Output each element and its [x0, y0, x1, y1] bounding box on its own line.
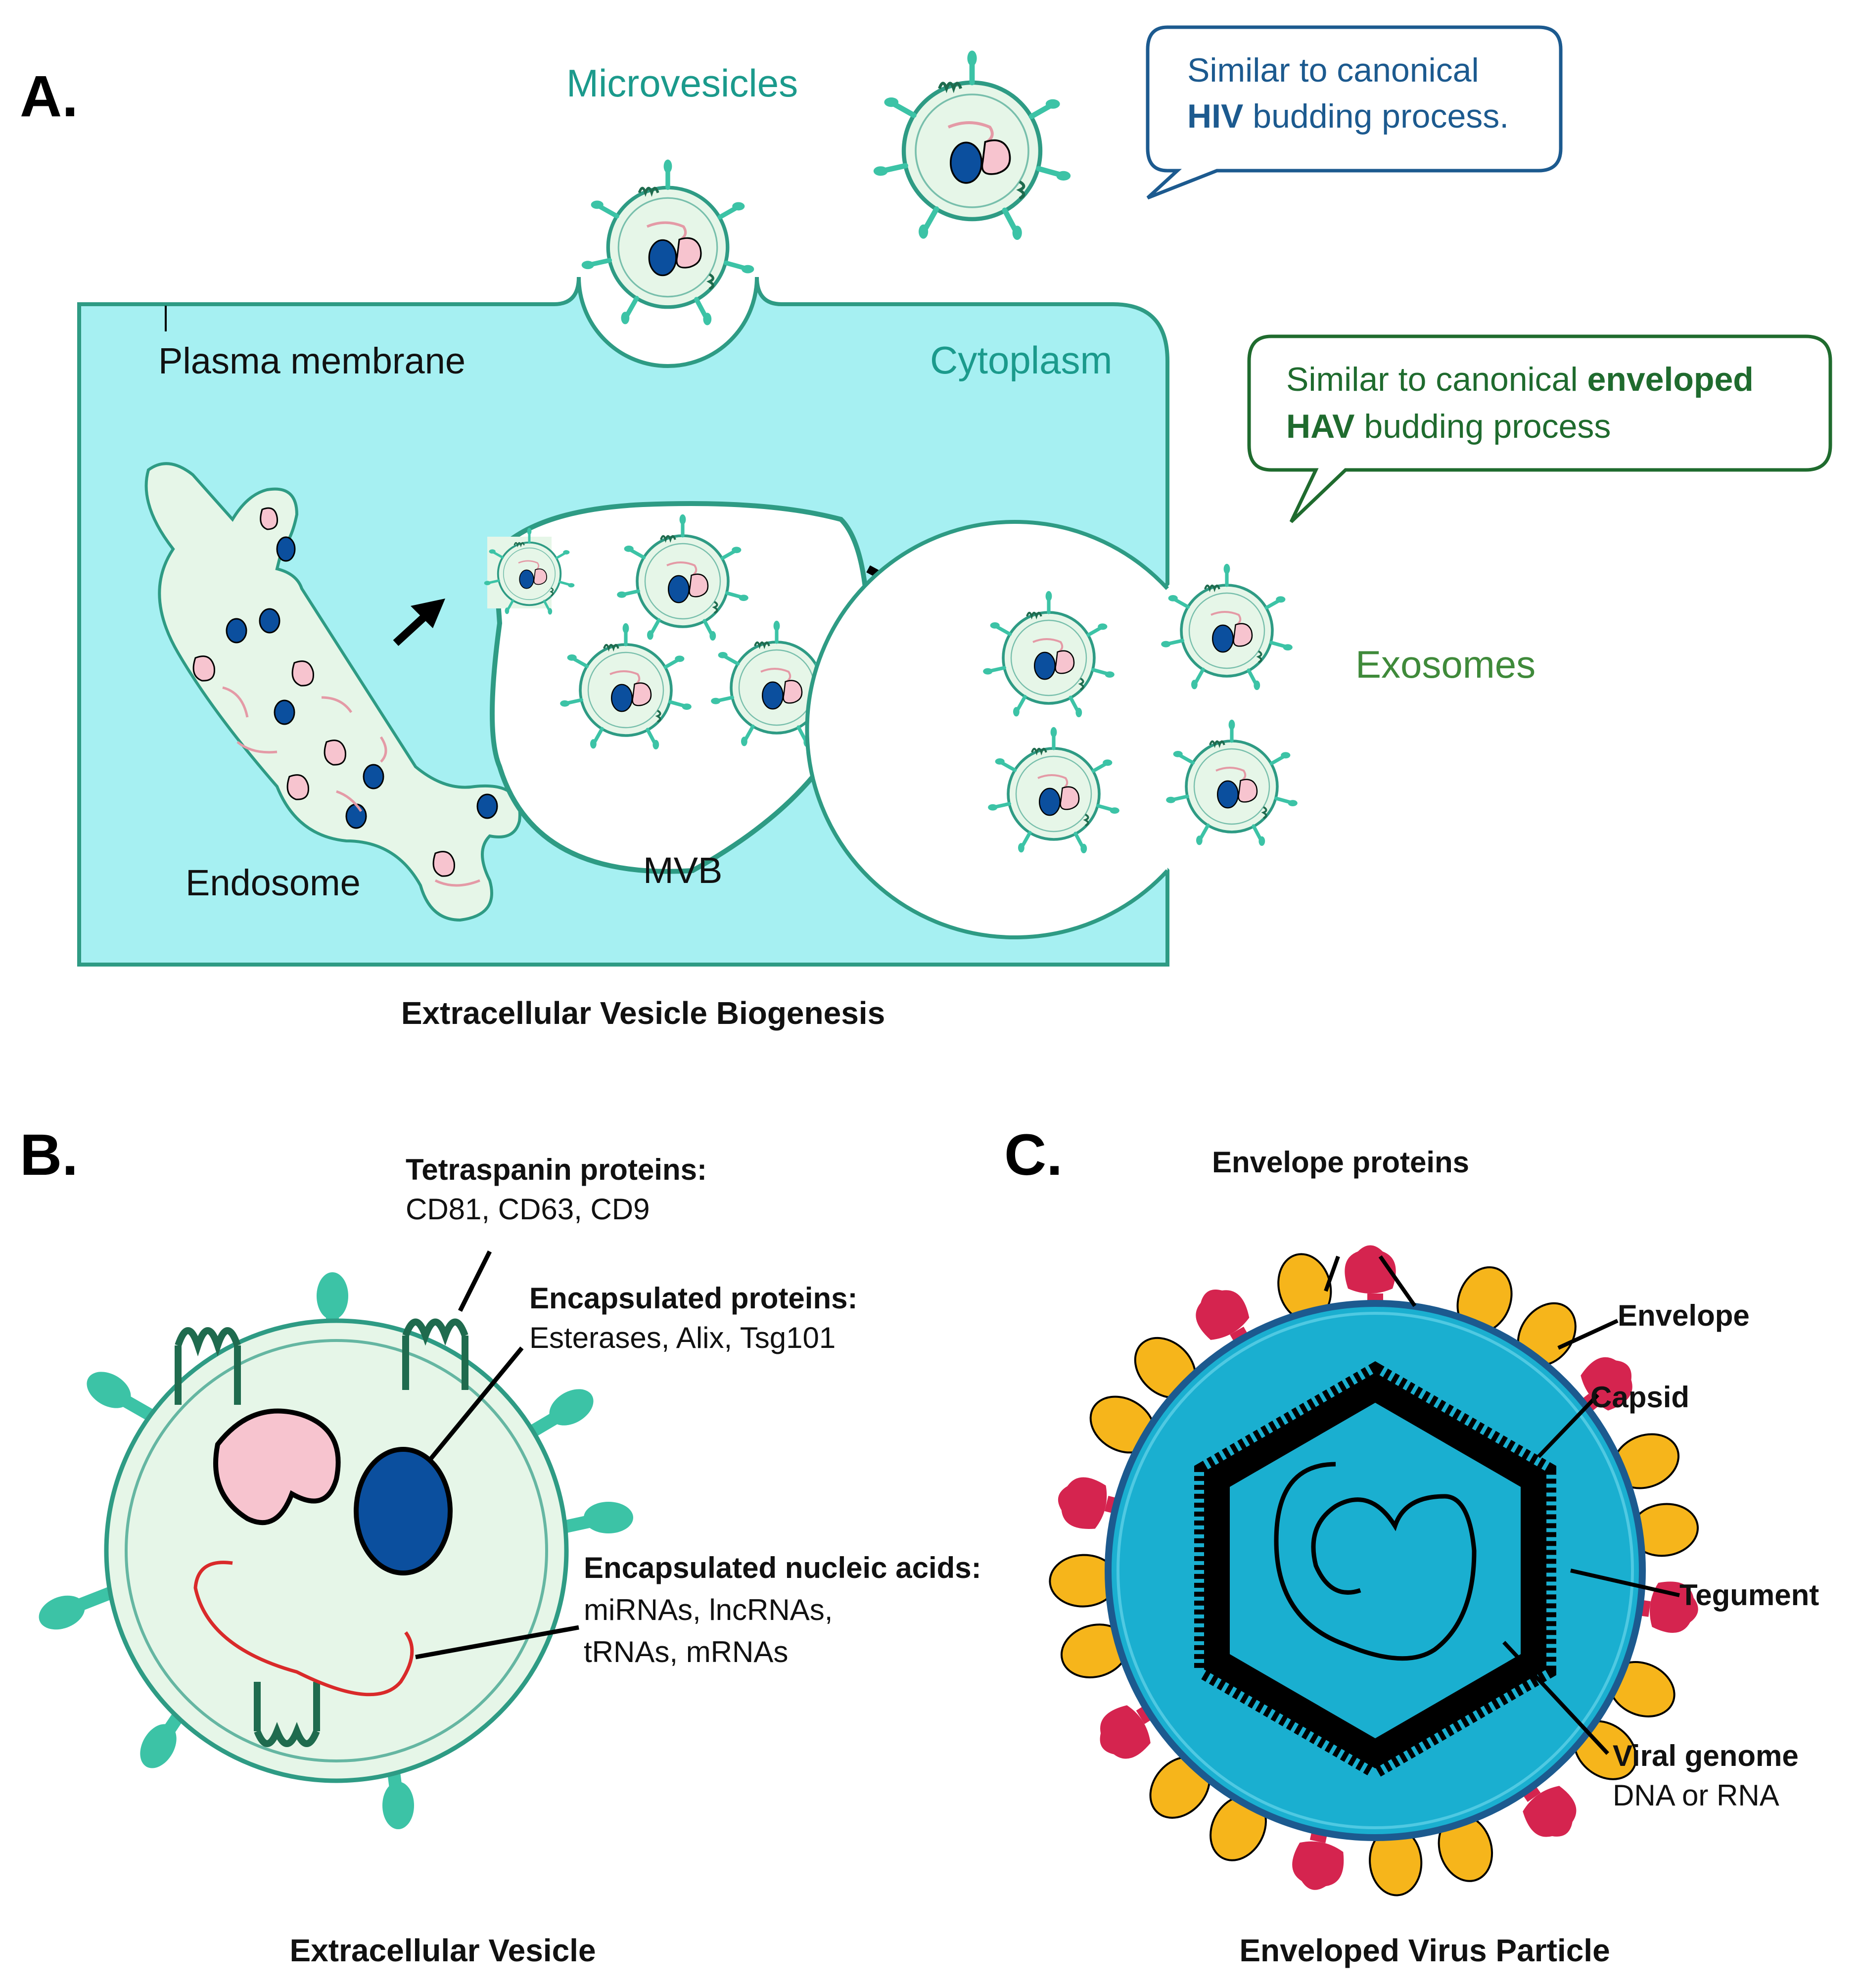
panel-b-title: Extracellular Vesicle — [289, 1933, 596, 1968]
envelope-label: Envelope — [1618, 1299, 1750, 1332]
nucleic-acids-line1: miRNAs, lncRNAs, — [584, 1593, 833, 1626]
hiv-bubble-rest: budding process. — [1243, 97, 1509, 135]
panel-b-letter: B. — [20, 1122, 78, 1188]
nucleic-acids-heading: Encapsulated nucleic acids: — [584, 1551, 981, 1584]
extracellular-vesicle-detail — [39, 1272, 633, 1829]
tetraspanin-heading: Tetraspanin proteins: — [406, 1153, 707, 1186]
encapsulated-proteins-items: Esterases, Alix, Tsg101 — [529, 1321, 836, 1354]
mvb-fusion-pocket — [805, 520, 1169, 939]
svg-text:HIV budding process.: HIV budding process. — [1187, 97, 1509, 135]
viral-genome-heading: Viral genome — [1613, 1739, 1799, 1772]
tetraspanin-items: CD81, CD63, CD9 — [406, 1193, 650, 1226]
microvesicle-budding — [582, 160, 754, 325]
hav-bubble-bold1: enveloped — [1587, 361, 1753, 398]
cytoplasm-label: Cytoplasm — [930, 338, 1112, 382]
exosomes-released — [1161, 564, 1298, 846]
hav-speech-bubble: Similar to canonical enveloped HAV buddi… — [1247, 334, 1832, 523]
hiv-speech-bubble: Similar to canonical HIV budding process… — [1146, 25, 1563, 200]
microvesicle-released — [874, 50, 1071, 240]
plasma-membrane-label: Plasma membrane — [158, 340, 466, 381]
hiv-bubble-bold: HIV — [1187, 97, 1243, 135]
svg-text:Similar to canonical enveloped: Similar to canonical enveloped — [1286, 361, 1754, 398]
endosome-label: Endosome — [186, 862, 361, 903]
mvb-label: MVB — [643, 850, 722, 891]
enveloped-virus-particle — [1049, 1245, 1702, 1898]
microvesicles-label: Microvesicles — [566, 61, 798, 105]
panel-c-title: Enveloped Virus Particle — [1239, 1933, 1610, 1968]
capsid-label: Capsid — [1590, 1381, 1689, 1414]
hav-bubble-bold2: HAV — [1286, 408, 1355, 445]
hav-bubble-rest: budding process — [1355, 408, 1611, 445]
exosomes-label: Exosomes — [1355, 643, 1536, 686]
envelope-proteins-label: Envelope proteins — [1212, 1146, 1469, 1179]
panel-a-title: Extracellular Vesicle Biogenesis — [401, 995, 885, 1031]
hav-bubble-plain: Similar to canonical — [1286, 361, 1587, 398]
tegument-label: Tegument — [1679, 1578, 1819, 1612]
panel-a-letter: A. — [20, 64, 78, 129]
arrow-endosome-to-mvb — [393, 599, 445, 646]
svg-text:HAV budding process: HAV budding process — [1286, 408, 1611, 445]
viral-genome-sub: DNA or RNA — [1613, 1779, 1779, 1812]
encapsulated-proteins-heading: Encapsulated proteins: — [529, 1282, 857, 1315]
nucleic-acids-line2: tRNAs, mRNAs — [584, 1635, 788, 1668]
panel-c-letter: C. — [1004, 1122, 1063, 1188]
hiv-bubble-line1: Similar to canonical — [1187, 51, 1479, 89]
mvb — [484, 501, 871, 874]
endosome — [144, 462, 521, 922]
